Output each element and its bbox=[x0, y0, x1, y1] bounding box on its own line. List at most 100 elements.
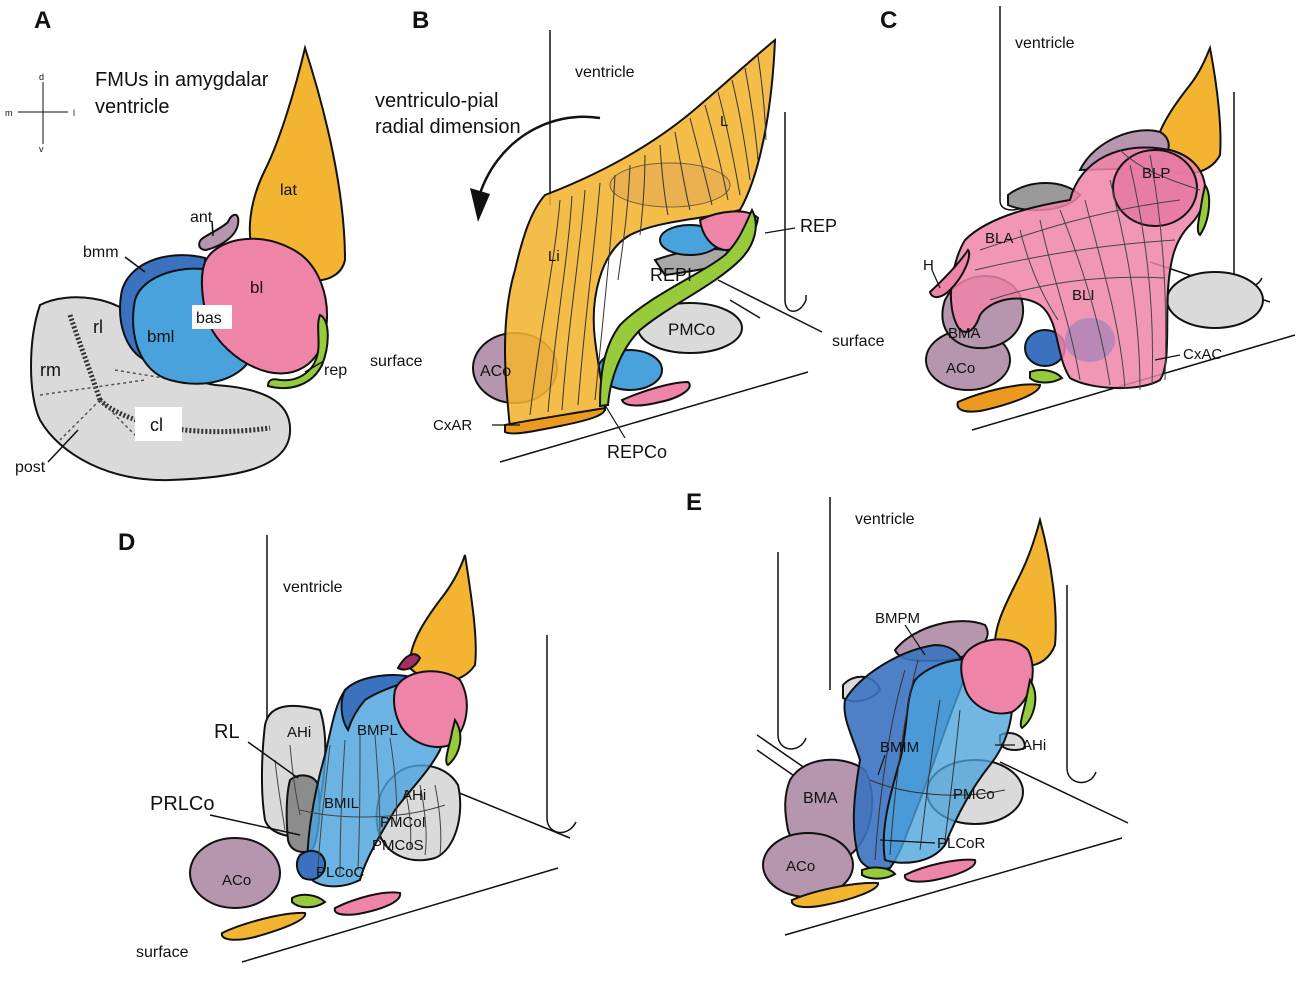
d-ahi2-label: AHi bbox=[402, 787, 426, 804]
b-cxar-label: CxAR bbox=[433, 417, 472, 434]
ant-mauve-shape bbox=[198, 213, 240, 252]
d-pmcos-label: PMCoS bbox=[372, 837, 424, 854]
c-bma-label: BMA bbox=[948, 325, 981, 342]
d-dark-blue-plcoc bbox=[295, 849, 327, 881]
d-surface-line-back bbox=[451, 789, 571, 839]
e-ventricle-label: ventricle bbox=[855, 511, 915, 528]
d-aco-shape bbox=[189, 837, 281, 909]
c-aco-label: ACo bbox=[946, 360, 975, 377]
b-surface-label: surface bbox=[370, 353, 423, 370]
radial-arrowhead bbox=[470, 188, 490, 222]
d-prlco-label: PRLCo bbox=[150, 793, 214, 815]
surface-line-back bbox=[717, 279, 823, 333]
c-ventricle-wall-right bbox=[1233, 92, 1263, 289]
panel-d-letter: D bbox=[118, 529, 135, 556]
repi-green-band bbox=[598, 207, 757, 408]
panel-b: B bbox=[370, 7, 885, 463]
c-h-label: H bbox=[923, 257, 934, 274]
repco-leader bbox=[604, 404, 626, 439]
e-bmim-label: BMIM bbox=[880, 739, 919, 756]
b-ventricle-label: ventricle bbox=[575, 64, 635, 81]
e-surface-line-back bbox=[999, 761, 1129, 824]
compass-ventral-label: v bbox=[39, 144, 44, 154]
d-bmpl-dark-blue bbox=[340, 674, 418, 733]
cxar-strip bbox=[504, 406, 606, 435]
b-rep-label: REP bbox=[800, 216, 837, 236]
d-ventricle-wall-right bbox=[546, 635, 577, 834]
d-pink-lower bbox=[333, 891, 402, 916]
d-aco-label: ACo bbox=[222, 872, 251, 889]
d-stripes bbox=[274, 734, 446, 876]
c-gray-shape-right bbox=[1166, 271, 1264, 329]
post-leader-line bbox=[47, 429, 79, 463]
e-bmpm-leader bbox=[904, 624, 926, 656]
d-rl-leader bbox=[247, 741, 299, 779]
e-bmim-leader bbox=[877, 754, 886, 776]
e-plcor-leader bbox=[879, 839, 936, 844]
c-cxac-leader bbox=[1154, 354, 1181, 361]
ant-label: ant bbox=[190, 209, 213, 226]
c-ventricle-label: ventricle bbox=[1015, 35, 1075, 52]
radial-arrow bbox=[476, 115, 601, 201]
d-ventricle-wall-left bbox=[266, 535, 297, 731]
post-label: post bbox=[15, 459, 46, 476]
cl-label: cl bbox=[150, 415, 163, 435]
panel-e-letter: E bbox=[686, 489, 702, 516]
c-h-pink-strip bbox=[928, 248, 970, 298]
b-l-label: L bbox=[720, 113, 728, 130]
ventricle-wall-right bbox=[784, 112, 807, 312]
rep-leader-line bbox=[304, 361, 323, 373]
panel-b-letter: B bbox=[412, 7, 429, 34]
e-green-lower bbox=[861, 866, 897, 880]
d-plcoc-label: PLCoC bbox=[316, 864, 365, 881]
e-aco-label: ACo bbox=[786, 858, 815, 875]
ant-leader-line bbox=[211, 220, 214, 237]
c-h-leader bbox=[931, 269, 941, 289]
panel-c-letter: C bbox=[880, 7, 897, 34]
bml-label: bml bbox=[147, 327, 174, 346]
c-green-rep bbox=[1196, 182, 1211, 237]
c-blp-label: BLP bbox=[1142, 165, 1170, 182]
b-aco-label: ACo bbox=[480, 363, 511, 380]
b-repi-label: REPI bbox=[650, 265, 692, 285]
b-arrow-label-line2: radial dimension bbox=[375, 116, 521, 138]
d-surface-label: surface bbox=[136, 944, 189, 961]
e-surface-line-front bbox=[784, 837, 1123, 936]
d-prlco-leader bbox=[209, 814, 301, 836]
panel-e: E bbox=[686, 489, 1129, 936]
c-bli-purple-overlay bbox=[1065, 318, 1115, 362]
panel-a: A d m l v FMUs in amygdalar ventricle bbox=[5, 7, 347, 482]
b-repco-label: REPCo bbox=[607, 442, 667, 462]
compass-medial-label: m bbox=[5, 108, 13, 118]
radial-stripes bbox=[529, 55, 767, 416]
rep-label: rep bbox=[324, 362, 347, 379]
d-rl-label: RL bbox=[214, 721, 240, 743]
d-green-upper bbox=[445, 717, 462, 767]
e-bma-label: BMA bbox=[803, 790, 838, 807]
rl-label: rl bbox=[93, 317, 103, 337]
compass-dorsal-label: d bbox=[39, 72, 44, 82]
lower-pink-shape bbox=[620, 380, 691, 407]
b-surface-right-label: surface bbox=[832, 333, 885, 350]
surface-line-mid bbox=[729, 299, 761, 319]
bas-label: bas bbox=[196, 310, 222, 327]
b-li-label: Li bbox=[548, 248, 560, 265]
c-green-small bbox=[1029, 369, 1064, 384]
d-ahi-label: AHi bbox=[287, 724, 311, 741]
e-pmco-label: PMCo bbox=[953, 786, 995, 803]
d-maroon-small bbox=[396, 653, 422, 671]
panel-a-title-line1: FMUs in amygdalar bbox=[95, 69, 269, 91]
lat-label: lat bbox=[280, 182, 297, 199]
bmm-leader-line bbox=[124, 256, 146, 273]
panel-c: C bbox=[880, 6, 1296, 431]
e-green-upper bbox=[1019, 677, 1037, 730]
e-ahi-label: AHi bbox=[1022, 737, 1046, 754]
e-pink-lower bbox=[903, 858, 977, 883]
cl-label-box bbox=[135, 407, 182, 441]
e-orange-lower bbox=[790, 881, 879, 909]
d-orange-lower bbox=[220, 911, 307, 941]
panel-a-title-line2: ventricle bbox=[95, 96, 169, 118]
d-ventricle-label: ventricle bbox=[283, 579, 343, 596]
e-stripes bbox=[869, 659, 1006, 861]
